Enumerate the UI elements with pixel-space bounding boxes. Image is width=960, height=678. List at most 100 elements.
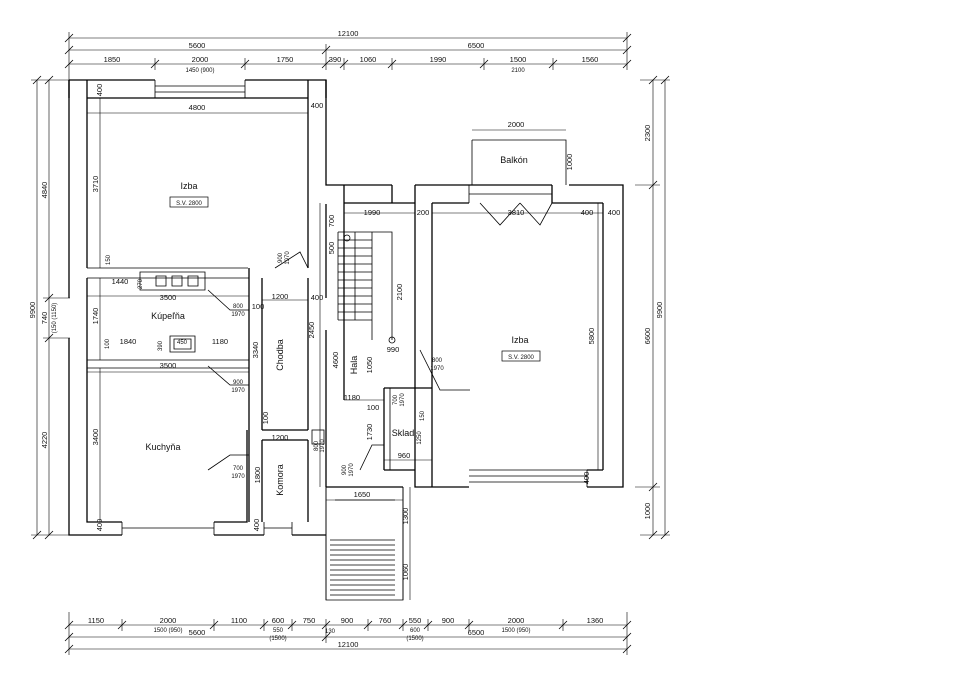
dim-entrance-1300: 1300 <box>401 508 410 525</box>
interior-dimension-lines <box>87 98 603 600</box>
dim-sk-1250: 1250 <box>417 431 423 445</box>
dim-izr-800: 800 <box>432 358 443 364</box>
dim-izba-width: 4800 <box>189 103 206 112</box>
dim-hala-100: 100 <box>367 403 380 412</box>
room-chodba: Chodba <box>275 339 285 371</box>
dim-right-outer: 9900 <box>655 302 664 319</box>
dim-right-top: 2300 <box>643 125 652 142</box>
dim-kup-1970: 1970 <box>231 312 245 318</box>
dim-sk-960: 960 <box>398 451 411 460</box>
dim-bottom-8-sub2: (1500) <box>406 636 423 642</box>
dim-bottom-1: 1150 <box>88 616 104 625</box>
dim-top-1: 1850 <box>104 55 121 64</box>
dim-bottom-8-sub: 600 <box>410 628 421 634</box>
dim-kom-800: 800 <box>314 440 320 451</box>
dim-left-middle: 740 <box>40 312 49 325</box>
dim-bottom-4-sub2: (1500) <box>269 636 286 642</box>
dim-hala-1050: 1050 <box>365 357 374 374</box>
dim-izba-150: 150 <box>106 254 112 265</box>
dim-izr-400b: 400 <box>582 472 591 485</box>
dim-right-part-top: 6500 <box>468 41 485 50</box>
dim-bottom-3: 1100 <box>231 616 247 625</box>
dim-hala-2100: 2100 <box>395 284 404 301</box>
dim-top-2-sub: 1450 (900) <box>185 68 214 74</box>
dim-left-outer: 9900 <box>28 302 37 319</box>
dim-bottom-right-part: 6500 <box>468 628 485 637</box>
dim-ch-400: 400 <box>311 293 324 302</box>
dim-kuch-700: 700 <box>233 466 244 472</box>
walls <box>68 79 624 601</box>
dim-bottom-2: 2000 <box>160 616 177 625</box>
dim-balkon-1000: 1000 <box>565 154 574 171</box>
dim-izr-1970: 1970 <box>430 366 444 372</box>
dim-kuch-1970: 1970 <box>231 388 245 394</box>
dim-kup-100: 100 <box>252 302 265 311</box>
dim-top-5: 1060 <box>360 55 377 64</box>
dimensions-left: 9900 4840 740 (150 (1150) 4220 <box>28 75 72 540</box>
dim-top-3: 1750 <box>277 55 294 64</box>
dim-kom-1970: 1970 <box>320 439 326 453</box>
dim-kuch-1970b: 1970 <box>231 474 245 480</box>
dim-kup-1840: 1840 <box>120 337 137 346</box>
room-izba-top: Izba <box>180 181 197 191</box>
dim-sk-150: 150 <box>420 410 426 421</box>
dim-top-7-sub: 2100 <box>511 68 525 74</box>
height-label-izba-right: S.V. 2800 <box>508 355 534 361</box>
dim-kuch-900: 900 <box>233 380 244 386</box>
dim-izr-400c: 400 <box>581 208 594 217</box>
room-sklad: Sklad <box>392 428 415 438</box>
dimensions-bottom: 1150 2000 1500 (950) 1100 600 550 (1500)… <box>64 612 632 655</box>
dim-hala-500: 500 <box>327 242 336 255</box>
dim-door-1970: 1970 <box>285 251 291 265</box>
dim-kup-1440: 1440 <box>112 277 129 286</box>
dim-entrance-1060: 1060 <box>401 564 410 581</box>
dim-izr-5800: 5800 <box>587 328 596 345</box>
dim-hala-700: 700 <box>327 215 336 228</box>
dim-left-part-top: 5600 <box>189 41 206 50</box>
dim-right-middle: 6600 <box>643 328 652 345</box>
dim-hala-1970: 1970 <box>349 463 355 477</box>
dim-ch-3340: 3340 <box>251 342 260 359</box>
dim-ch-1200: 1200 <box>272 292 289 301</box>
dim-kom-1800: 1800 <box>253 467 262 484</box>
dim-left-wall-400b: 400 <box>252 519 261 532</box>
dim-bottom-11: 1360 <box>587 616 604 625</box>
dim-sk-1970: 1970 <box>400 393 406 407</box>
dim-bottom-gap: 130 <box>325 629 336 635</box>
dim-kup-270: 270 <box>138 278 144 289</box>
dim-top-7: 1500 <box>510 55 527 64</box>
room-balkon: Balkón <box>500 155 528 165</box>
dim-total-top: 12100 <box>338 29 359 38</box>
dim-left-wall-400: 400 <box>95 519 104 532</box>
dim-left-top: 4840 <box>40 182 49 199</box>
dim-izr-400: 400 <box>608 208 621 217</box>
dim-ch-2450: 2450 <box>307 322 316 339</box>
dim-hala-990: 990 <box>387 345 400 354</box>
dim-kup-1740: 1740 <box>91 308 100 325</box>
dim-kuch-100: 100 <box>261 412 270 425</box>
dim-left-middle-sub: (150 (1150) <box>52 303 58 334</box>
dim-kup-390: 390 <box>158 340 164 351</box>
dim-bottom-left-part: 5600 <box>189 628 206 637</box>
room-hala: Hala <box>349 356 359 375</box>
dim-izba-height: 3710 <box>91 176 100 193</box>
dim-bottom-5: 750 <box>303 616 316 625</box>
dim-bottom-4-sub: 550 <box>273 628 284 634</box>
dim-wall-400-tr: 400 <box>311 101 324 110</box>
dim-kup-1180: 1180 <box>212 337 228 346</box>
dim-hala-200: 200 <box>417 208 430 217</box>
dim-izr-3810: 3810 <box>508 208 525 217</box>
room-labels: Izba S.V. 2800 Izba S.V. 2800 Kúpeľňa Ku… <box>145 155 541 496</box>
dim-kom-1200: 1200 <box>272 433 289 442</box>
dim-bottom-10: 2000 <box>508 616 525 625</box>
dim-entrance-1650: 1650 <box>354 490 371 499</box>
dim-door-900: 900 <box>278 252 284 263</box>
dim-bottom-10-sub: 1500 (950) <box>501 628 530 634</box>
dimensions-top: 12100 5600 6500 1850 2000 1450 (900) 175… <box>64 29 632 100</box>
dim-kup-450: 450 <box>177 340 188 346</box>
height-label-izba-top: S.V. 2800 <box>176 201 202 207</box>
dim-hala-1990: 1990 <box>364 208 381 217</box>
dim-top-8: 1560 <box>582 55 599 64</box>
dim-hala-1730: 1730 <box>365 424 374 441</box>
